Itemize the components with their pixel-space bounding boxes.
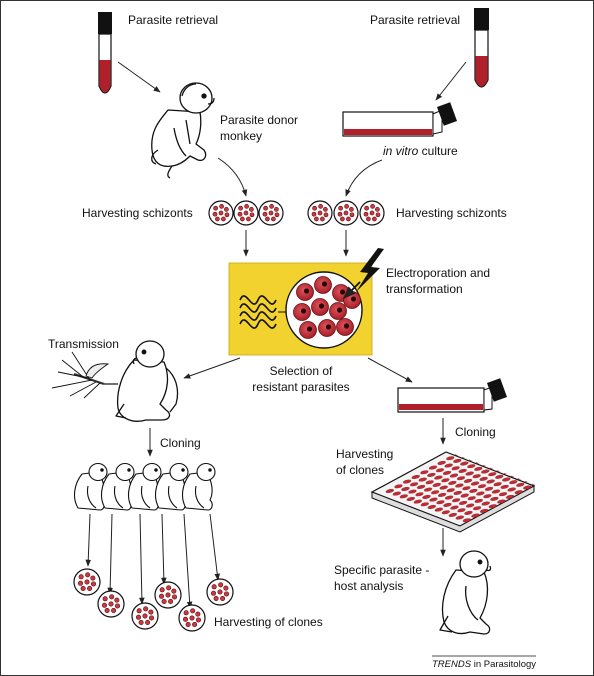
clone-arrow — [85, 513, 92, 567]
cloning-left-label: Cloning — [160, 436, 201, 450]
red-cell — [293, 303, 311, 321]
retrieval-right-label: Parasite retrieval — [370, 13, 460, 27]
electroporation-panel — [228, 248, 384, 356]
arrow-to-transmission — [183, 357, 241, 379]
clone-plate — [73, 568, 101, 596]
dna-helix-icon — [239, 295, 277, 329]
clone-plate — [206, 578, 234, 606]
retrieval-left-label: Parasite retrieval — [128, 13, 218, 27]
selection-label-line2: resistant parasites — [252, 380, 349, 394]
schizont-plates-left — [208, 200, 284, 226]
invitro-rest: culture — [418, 144, 458, 158]
arrow-flask-to-plates — [345, 159, 383, 197]
invitro-italic: in vitro — [383, 144, 419, 158]
specific-label-line2: host analysis — [334, 579, 403, 593]
clone-monkeys-row — [73, 462, 216, 511]
donor-label-line2: monkey — [220, 129, 262, 143]
clone-arrow — [183, 513, 193, 609]
clone-plates — [73, 568, 234, 632]
clone-plate — [154, 581, 182, 609]
harvest-clones-bottom-label: Harvesting of clones — [214, 615, 323, 629]
clone-monkey-icon — [181, 462, 216, 511]
red-cell — [296, 283, 314, 301]
red-cell — [299, 321, 317, 339]
red-cell — [329, 302, 347, 320]
analysis-monkey-icon — [439, 550, 492, 635]
arrow-tube-to-flask — [435, 61, 467, 101]
clone-arrow — [161, 513, 167, 585]
red-cell — [336, 318, 354, 336]
donor-label-line1: Parasite donor — [220, 113, 298, 127]
credit-rest: in Parasitology — [471, 659, 536, 670]
schizont-plate — [258, 200, 284, 226]
invitro-label: in vitro culture — [383, 144, 458, 158]
clone-arrow — [209, 513, 221, 581]
test-tube-right — [474, 8, 489, 88]
red-cell — [343, 291, 361, 309]
schizont-plate — [233, 200, 259, 226]
harvest-clones-label-line2: of clones — [336, 463, 384, 477]
multiwell-plate-icon — [370, 451, 538, 533]
clone-arrows — [85, 513, 221, 609]
cloning-right-label: Cloning — [455, 425, 496, 439]
donor-monkey-icon — [151, 82, 215, 179]
clone-arrow — [139, 513, 145, 605]
harvest-left-label: Harvesting schizonts — [82, 206, 193, 220]
mosquito-icon — [51, 351, 118, 399]
credit-italic: TRENDS — [432, 659, 472, 670]
red-cell — [318, 319, 336, 337]
red-cell — [311, 298, 329, 316]
arrow-electric-pulse — [343, 281, 361, 299]
arrow-tube-to-monkey — [117, 61, 161, 93]
electro-label-line1: Electroporation and — [386, 266, 490, 280]
electro-label-line2: transformation — [386, 282, 463, 296]
specific-label-line1: Specific parasite - — [334, 563, 429, 577]
test-tube-left — [98, 12, 112, 94]
schizont-plate — [307, 200, 333, 226]
schizont-plates-right — [307, 200, 385, 226]
clone-plate — [178, 604, 206, 632]
harvest-clones-label-line1: Harvesting — [336, 447, 393, 461]
schizont-plate — [208, 200, 234, 226]
transmission-label: Transmission — [48, 337, 119, 351]
culture-flask-icon — [342, 102, 457, 137]
arrow-monkey-to-plates — [217, 157, 248, 197]
transmission-monkey-icon — [115, 340, 179, 422]
arrow-to-culture — [367, 357, 413, 383]
lightning-bolt-icon — [356, 248, 384, 292]
schizont-plate — [359, 200, 385, 226]
clone-monkey-icon — [100, 462, 135, 511]
selection-label-line1: Selection of — [270, 364, 333, 378]
clone-plate — [97, 590, 125, 618]
schizont-plate — [333, 200, 359, 226]
credit-label: TRENDS in Parasitology — [432, 659, 536, 670]
culture-flask-right-icon — [397, 378, 507, 413]
red-cell — [314, 276, 332, 294]
clone-arrow — [107, 513, 113, 595]
harvest-right-label: Harvesting schizonts — [396, 206, 507, 220]
infected-red-cells — [293, 276, 361, 339]
clone-plate — [131, 602, 159, 630]
